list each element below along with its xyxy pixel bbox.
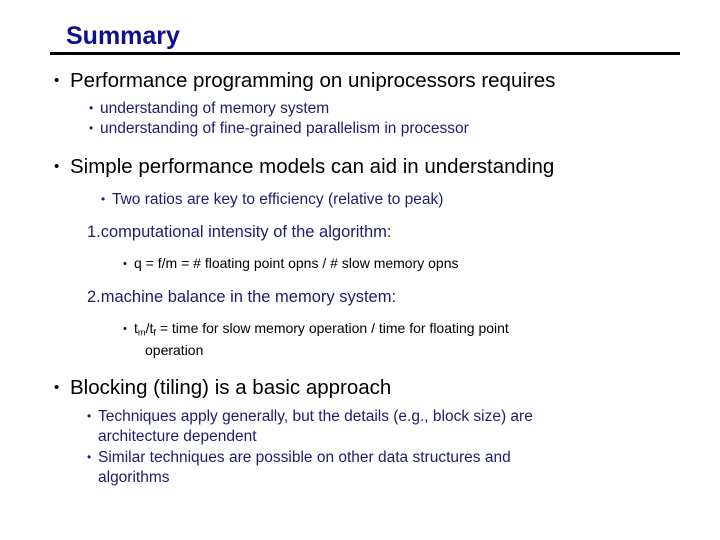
bullet-dot-icon: • [123, 257, 127, 270]
subbullet-two-ratios: • Two ratios are key to efficiency (relat… [0, 190, 720, 210]
numbered-item-text: 1.computational intensity of the algorit… [87, 222, 392, 241]
spacer [0, 179, 720, 190]
subbullet-text-line2: architecture dependent [98, 427, 257, 445]
bullet-simple-performance-models: • Simple performance models can aid in un… [0, 154, 720, 179]
bullet-dot-icon: • [89, 120, 94, 135]
subbullet-text-line2: operation [145, 341, 204, 358]
subbullet-text: q = f/m = # floating point opns / # slow… [134, 254, 459, 271]
subbullet-tm-tf-formula: • tm/tf = time for slow memory operation … [0, 319, 720, 359]
bullet-dot-icon: • [54, 378, 60, 396]
formula-tm-tf: tm/tf = time for slow memory operation /… [134, 319, 509, 337]
bullet-dot-icon: • [87, 449, 92, 464]
formula-slash-t: /t [145, 319, 154, 336]
numbered-item-text: 2.machine balance in the memory system: [87, 287, 397, 306]
bullet-text: Performance programming on uniprocessors… [70, 69, 556, 92]
slide-title-block: Summary [0, 22, 720, 58]
bullet-dot-icon: • [87, 408, 92, 423]
subbullet-text-line1: Techniques apply generally, but the deta… [98, 407, 533, 425]
bullet-text: Blocking (tiling) is a basic approach [70, 375, 392, 399]
spacer [0, 210, 720, 222]
subbullet-text: understanding of memory system [100, 100, 330, 117]
spacer [0, 359, 720, 375]
bullet-text: Simple performance models can aid in und… [70, 155, 555, 178]
subscript-f: f [153, 326, 156, 337]
bullet-dot-icon: • [123, 322, 127, 335]
subbullet-techniques-apply-generally: • Techniques apply generally, but the det… [0, 406, 720, 447]
bullet-dot-icon: • [54, 72, 60, 89]
subbullet-text: understanding of fine-grained parallelis… [100, 119, 469, 137]
subbullet-similar-techniques: • Similar techniques are possible on othe… [0, 447, 720, 488]
spacer [0, 243, 720, 254]
slide-body: • Performance programming on uniprocessor… [0, 68, 720, 488]
spacer [0, 138, 720, 154]
numbered-item-machine-balance: 2.machine balance in the memory system: [0, 287, 720, 308]
subbullet-text-line2: algorithms [98, 468, 170, 486]
formula-t-m: t [134, 319, 138, 336]
bullet-dot-icon: • [101, 192, 106, 206]
numbered-item-computational-intensity: 1.computational intensity of the algorit… [0, 222, 720, 243]
bullet-performance-programming: • Performance programming on uniprocessor… [0, 68, 720, 93]
subbullet-memory-system: • understanding of memory system [0, 99, 720, 119]
subbullet-text-line1: Similar techniques are possible on other… [98, 448, 511, 466]
page-title: Summary [66, 22, 180, 50]
subbullet-q-formula: • q = f/m = # floating point opns / # slo… [0, 254, 720, 273]
subbullet-fine-grained-parallelism: • understanding of fine-grained paralleli… [0, 119, 720, 139]
subscript-m: m [137, 326, 146, 337]
bullet-dot-icon: • [54, 158, 60, 175]
spacer [0, 273, 720, 287]
spacer [0, 308, 720, 319]
formula-remainder: = time for slow memory operation / time … [155, 319, 509, 336]
bullet-blocking-tiling: • Blocking (tiling) is a basic approach [0, 375, 720, 400]
subbullet-text: Two ratios are key to efficiency (relati… [112, 191, 444, 208]
bullet-dot-icon: • [89, 101, 94, 115]
title-divider [50, 52, 680, 55]
